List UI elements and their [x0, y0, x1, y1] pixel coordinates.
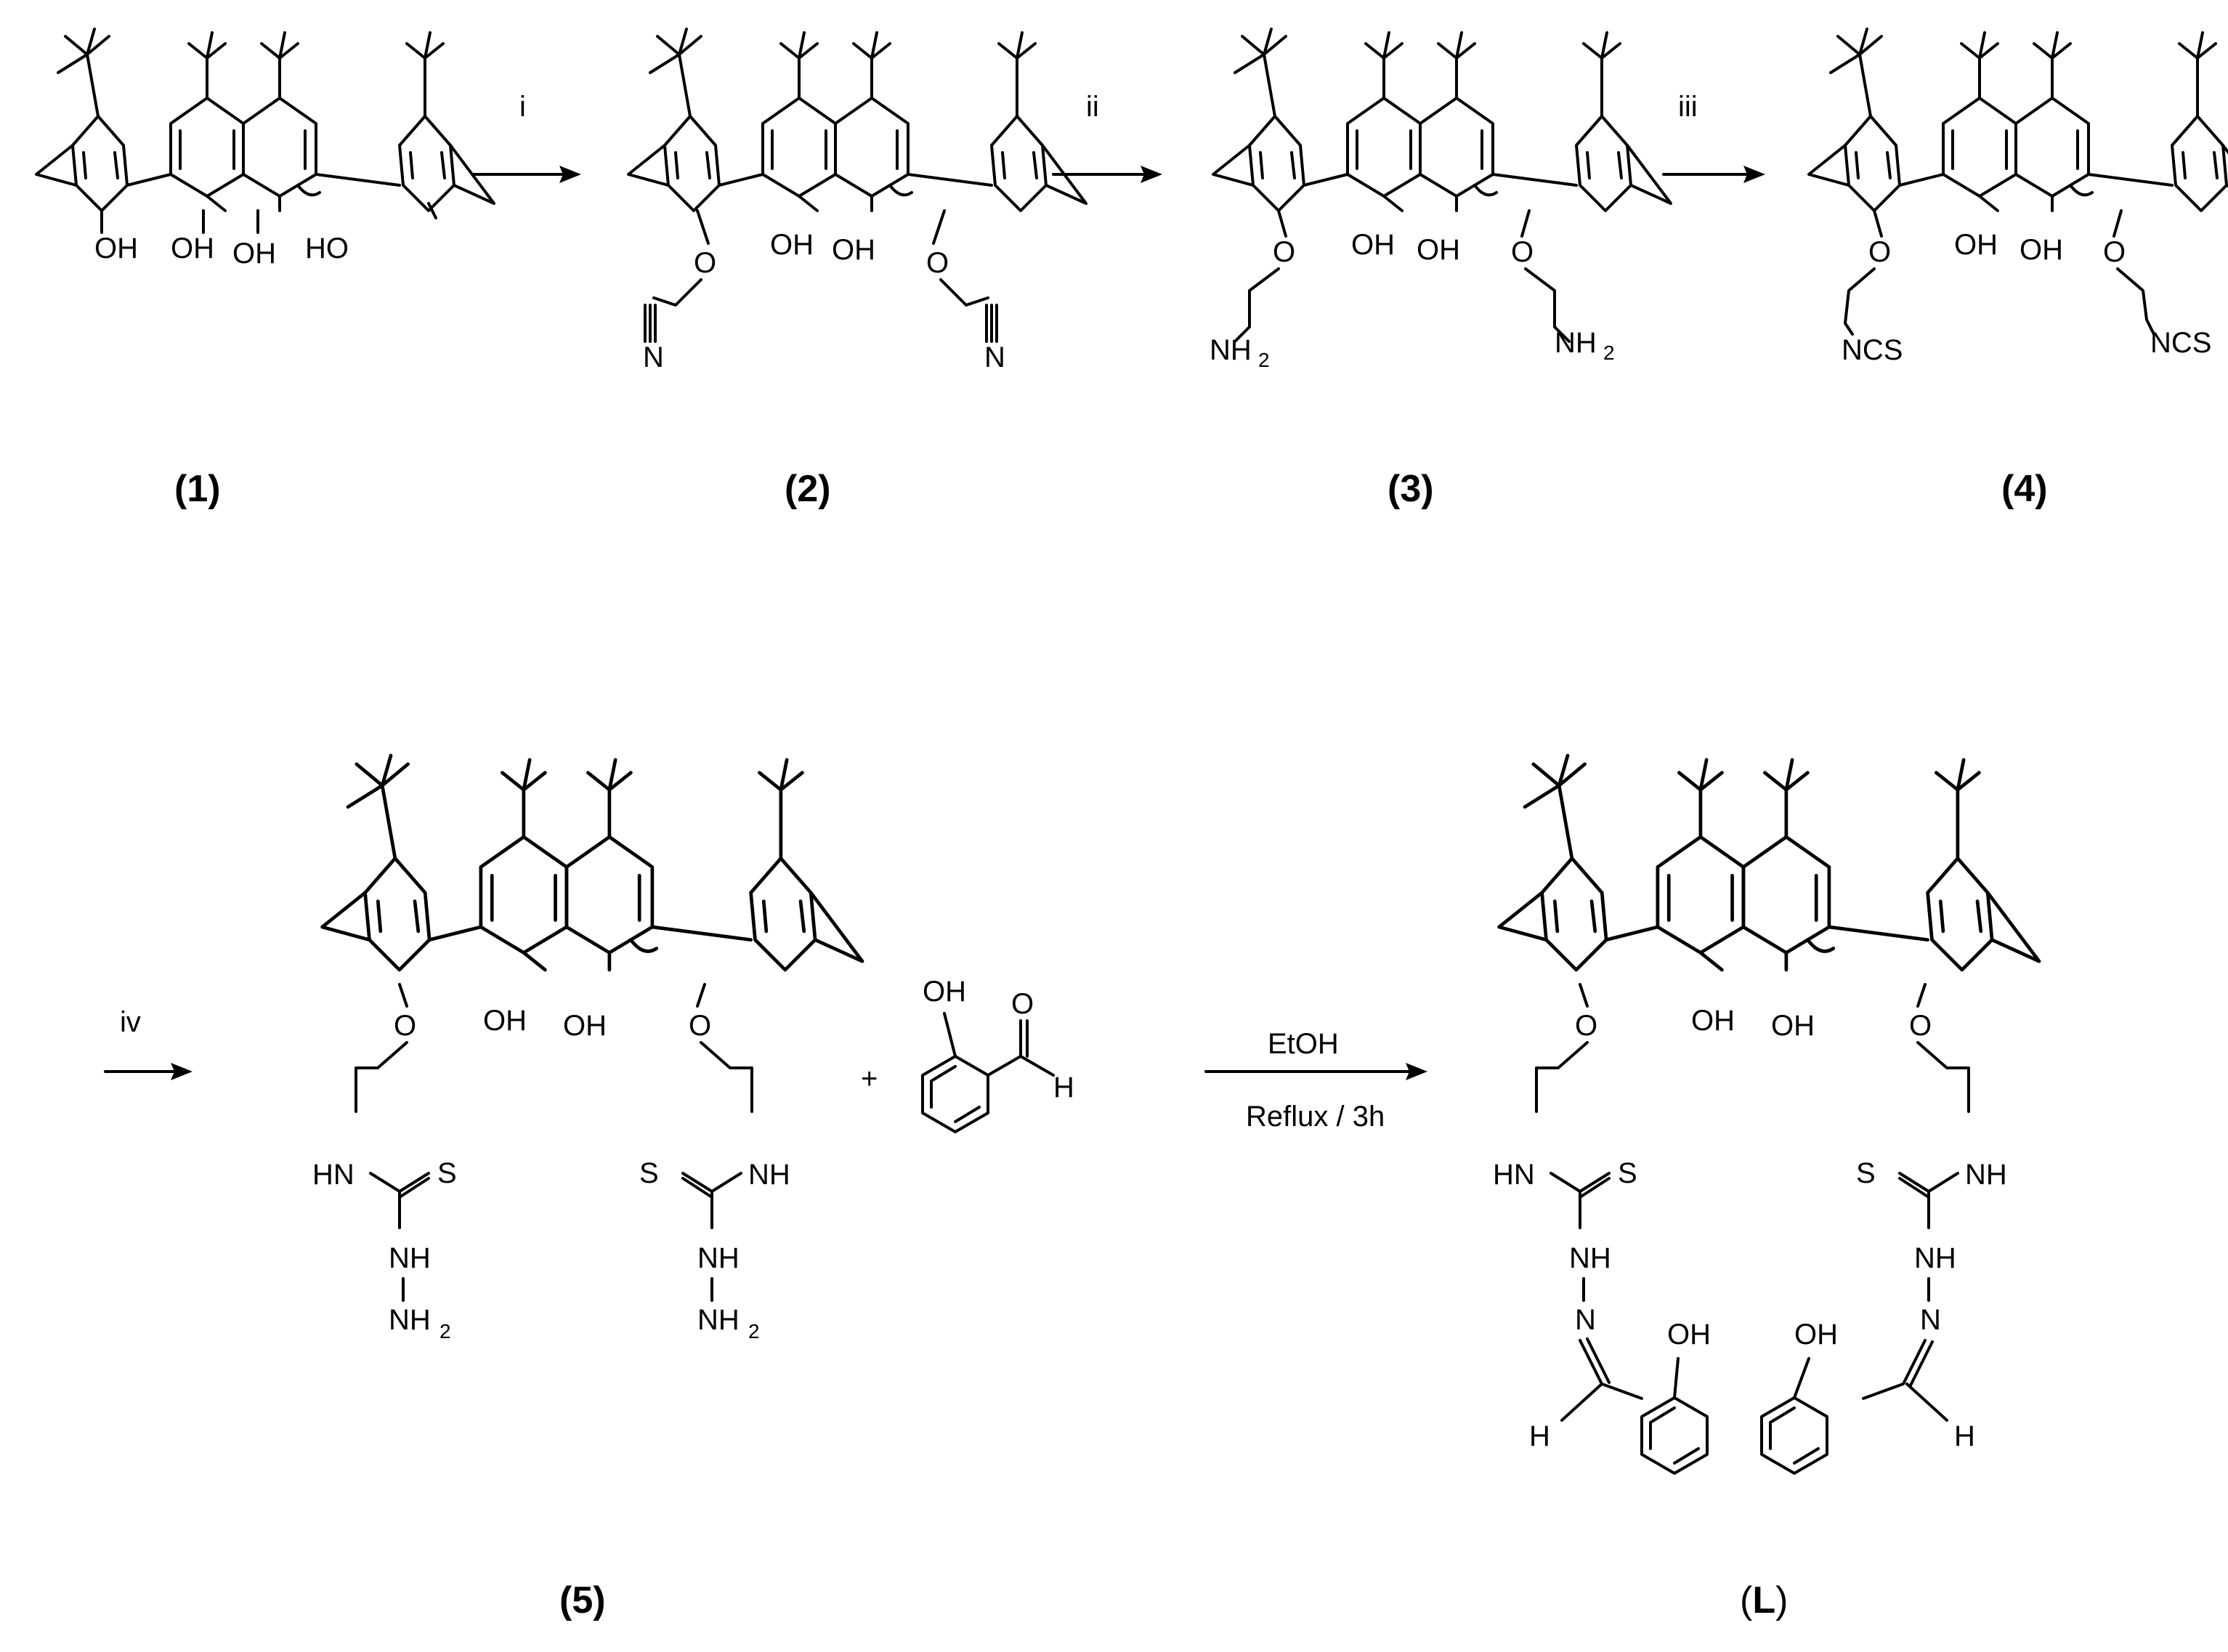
arrow-etoh-top: EtOH — [1268, 1028, 1339, 1060]
compound-l-nh-right: NH — [1965, 1159, 2007, 1191]
compound-3-nh2-left-sub: 2 — [1258, 349, 1270, 371]
compound-l-label: (L) — [1740, 1579, 1788, 1621]
compound-3-oh-1: OH — [1351, 229, 1395, 261]
compound-2: O O OH OH N N (2) — [627, 28, 1087, 510]
compound-4-ncs-right: NCS — [2150, 327, 2211, 359]
compound-2-label: (2) — [785, 468, 831, 510]
compound-4-oh-1: OH — [1954, 229, 1998, 261]
compound-l-s-right: S — [1856, 1157, 1876, 1189]
compound-4-o-right: O — [2103, 236, 2126, 268]
arrow-etoh-bottom: Reflux / 3h — [1246, 1101, 1385, 1133]
compound-5: O O OH OH HN S NH NH 2 NH S NH NH 2 (5) — [312, 756, 862, 1621]
compound-3-oh-2: OH — [1417, 234, 1460, 266]
compound-4: O O OH OH NCS NCS (4) — [1807, 28, 2228, 510]
compound-2-n-right: N — [984, 341, 1005, 373]
compound-1-ho: HO — [305, 232, 349, 264]
compound-1-oh-3: OH — [232, 238, 276, 270]
salicylaldehyde: OH O H — [921, 976, 1074, 1133]
compound-3-o-right: O — [1511, 236, 1534, 268]
compound-2-n-left: N — [643, 341, 664, 373]
compound-5-o-left: O — [394, 1010, 416, 1042]
compound-4-oh-2: OH — [2020, 234, 2063, 266]
compound-5-nh2-right: NH — [697, 1304, 740, 1336]
arrow-ii: ii — [1052, 91, 1162, 183]
compound-5-hn-left: HN — [312, 1159, 355, 1191]
compound-l-n-left: N — [1575, 1304, 1596, 1336]
compound-2-oh-2: OH — [832, 234, 875, 266]
compound-3-o-left: O — [1273, 236, 1295, 268]
compound-5-nh-right: NH — [748, 1159, 790, 1191]
salicylaldehyde-h: H — [1053, 1072, 1074, 1104]
compound-l-oh-2: OH — [1771, 1010, 1815, 1042]
compound-5-nh2-left-sub: 2 — [439, 1320, 451, 1343]
compound-5-s-right: S — [639, 1157, 659, 1189]
compound-l-oh-1: OH — [1691, 1005, 1735, 1037]
compound-l-phenol-right: OH — [1794, 1319, 1838, 1351]
compound-4-o-left: O — [1868, 236, 1891, 268]
salicylaldehyde-o: O — [1011, 988, 1034, 1020]
compound-5-oh-1: OH — [483, 1005, 527, 1037]
compound-2-o-left: O — [694, 247, 716, 279]
compound-1: OH OH OH HO (1) — [35, 28, 495, 510]
arrow-i: i — [471, 91, 581, 183]
compound-4-ncs-left: NCS — [1842, 334, 1903, 366]
compound-3-nh2-right: NH — [1555, 327, 1597, 359]
compound-l-h-right: H — [1954, 1420, 1975, 1452]
compound-3-nh2-left: NH — [1210, 334, 1252, 366]
salicylaldehyde-oh: OH — [923, 976, 966, 1008]
compound-3-nh2-right-sub: 2 — [1603, 341, 1615, 364]
compound-4-label: (4) — [2001, 468, 2048, 510]
compound-l-nh-right-2: NH — [1914, 1242, 1956, 1274]
compound-l-label-letter: L — [1752, 1579, 1775, 1621]
arrow-iv: iv — [104, 1006, 193, 1080]
compound-2-oh-1: OH — [770, 229, 814, 261]
arrow-iii-label: iii — [1678, 91, 1698, 123]
compound-5-oh-2: OH — [563, 1010, 607, 1042]
compound-3: O O OH OH NH 2 NH 2 (3) — [1210, 28, 1672, 510]
compound-5-s-left: S — [437, 1157, 457, 1189]
compound-3-label: (3) — [1388, 468, 1434, 510]
arrow-i-label: i — [519, 91, 526, 123]
compound-l-o-left: O — [1575, 1010, 1597, 1042]
compound-l: O O OH OH HN S NH N H OH NH S NH N H OH … — [1493, 756, 2039, 1621]
compound-1-oh-2: OH — [171, 232, 214, 264]
compound-5-o-right: O — [689, 1010, 711, 1042]
compound-1-oh-1: OH — [94, 232, 138, 264]
compound-l-s-left: S — [1618, 1157, 1637, 1189]
compound-1-label: (1) — [174, 468, 221, 510]
arrow-iii: iii — [1662, 91, 1765, 183]
compound-2-o-right: O — [926, 247, 949, 279]
compound-l-n-right: N — [1920, 1304, 1941, 1336]
compound-l-o-right: O — [1909, 1010, 1932, 1042]
compound-l-hn-left: HN — [1493, 1159, 1535, 1191]
compound-l-h-left: H — [1529, 1420, 1550, 1452]
compound-5-hydrazine-left: NH — [389, 1242, 431, 1274]
compound-5-nh2-right-sub: 2 — [748, 1320, 760, 1343]
arrow-iv-label: iv — [120, 1006, 141, 1038]
compound-5-hydrazine-right: NH — [697, 1242, 740, 1274]
arrow-etoh: EtOH Reflux / 3h — [1204, 1028, 1427, 1133]
plus-sign: + — [861, 1063, 878, 1095]
compound-l-phenol-left: OH — [1667, 1319, 1711, 1351]
compound-5-nh2-left: NH — [389, 1304, 431, 1336]
compound-l-label-close: ) — [1775, 1579, 1788, 1621]
compound-l-label-open: ( — [1740, 1579, 1753, 1621]
compound-5-label: (5) — [559, 1579, 606, 1621]
compound-l-nh-left: NH — [1569, 1242, 1611, 1274]
arrow-ii-label: ii — [1086, 91, 1099, 123]
